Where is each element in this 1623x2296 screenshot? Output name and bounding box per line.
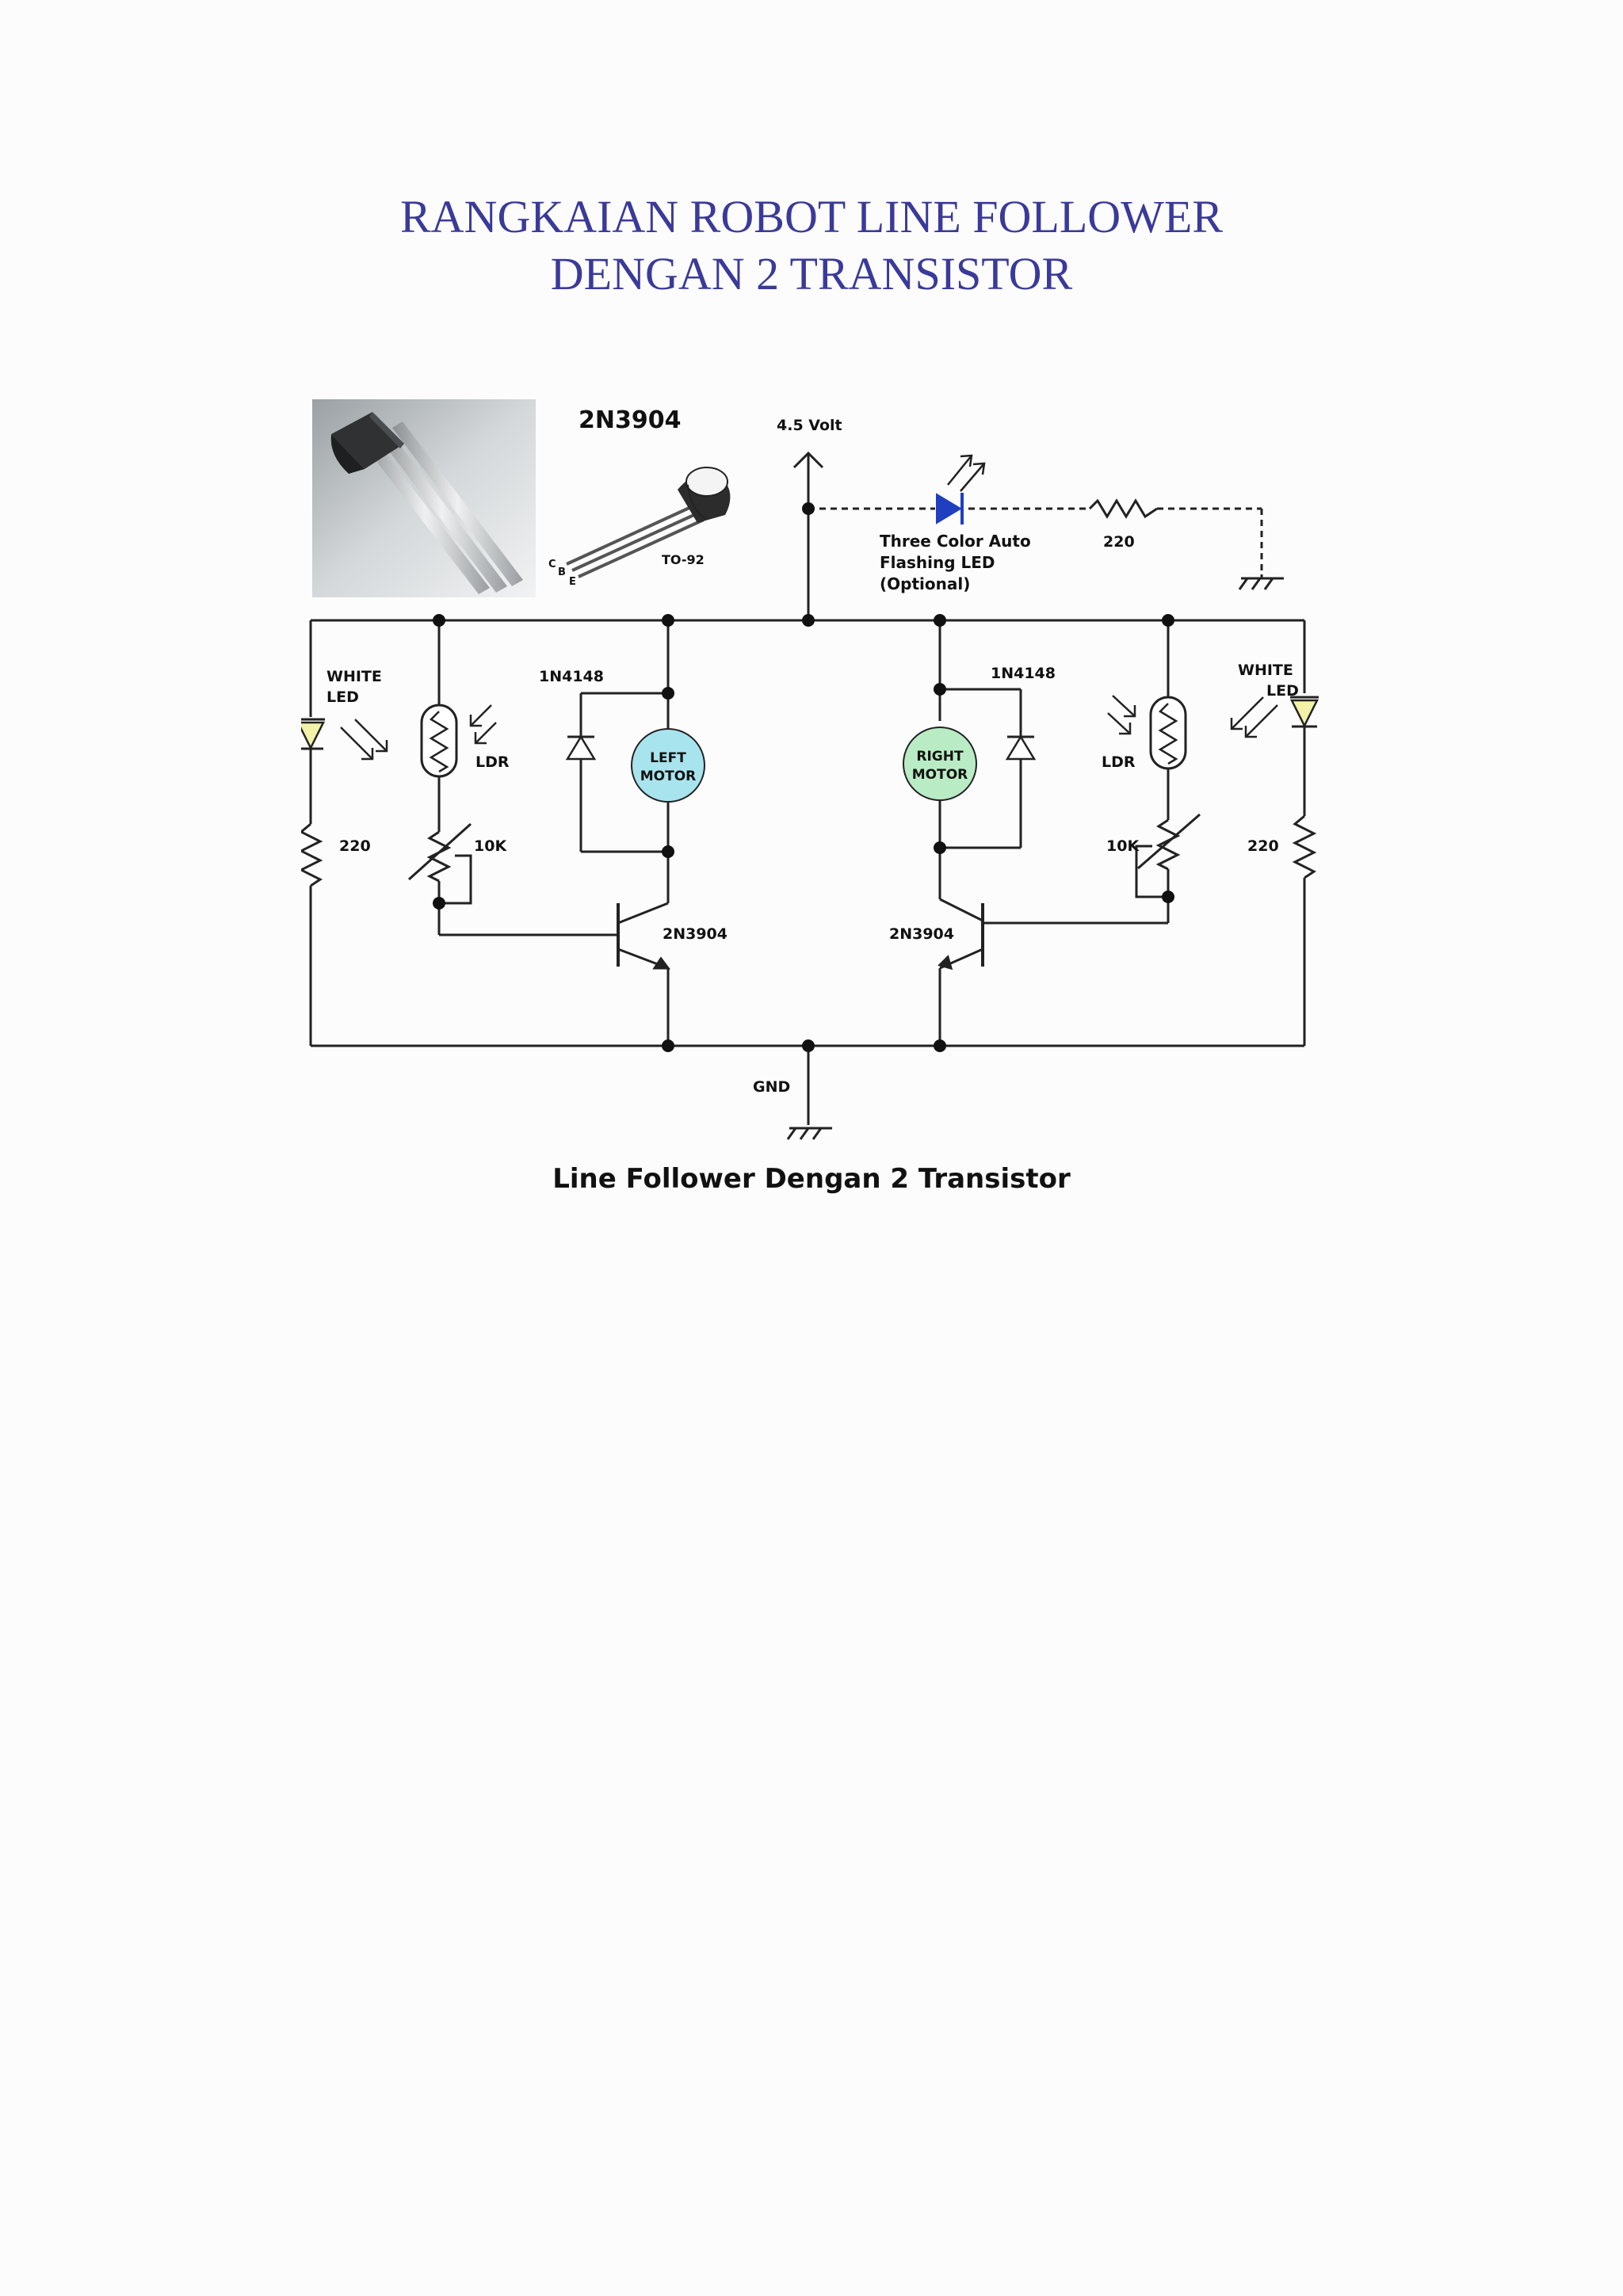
indicator-ground-icon — [1238, 574, 1284, 590]
right-ldr-label: LDR — [1102, 753, 1136, 771]
right-led-label-2: LED — [1266, 682, 1299, 700]
indicator-led-label-2: Flashing LED — [880, 553, 995, 572]
indicator-led-icon — [936, 454, 986, 524]
left-led-label-1: WHITE — [327, 668, 382, 685]
indicator-led-label-3: (Optional) — [880, 574, 970, 593]
left-diode-icon — [565, 734, 597, 761]
left-white-led-icon — [301, 718, 388, 761]
title-line-2: DENGAN 2 TRANSISTOR — [550, 248, 1073, 299]
right-motor-label-1: RIGHT — [916, 749, 964, 765]
left-pot-label: 10K — [474, 837, 507, 855]
left-ldr-icon — [420, 704, 497, 778]
left-resistor-220 — [301, 822, 323, 887]
right-diode-label: 1N4148 — [991, 665, 1056, 682]
left-ldr-label: LDR — [475, 753, 510, 771]
junction-dots — [433, 502, 1174, 1052]
left-pot-10k — [426, 830, 452, 883]
left-motor-label-1: LEFT — [650, 750, 686, 766]
left-resistor-label: 220 — [339, 837, 371, 855]
pin-b-label: B — [558, 566, 566, 578]
right-led-label-1: WHITE — [1238, 662, 1293, 679]
supply-label: 4.5 Volt — [777, 417, 842, 434]
right-diode-icon — [1005, 734, 1037, 761]
right-transistor-label: 2N3904 — [889, 925, 954, 943]
indicator-resistor-label: 220 — [1103, 533, 1135, 551]
right-ldr-icon — [1107, 695, 1187, 770]
package-drawing: 2N3904 C B E TO-92 — [548, 406, 731, 588]
transistor-photo-icon — [330, 412, 523, 594]
package-part-label: 2N3904 — [579, 406, 681, 434]
transistor-photo — [312, 399, 536, 597]
page-title: RANGKAIAN ROBOT LINE FOLLOWER DENGAN 2 T… — [0, 189, 1623, 303]
right-white-led-icon — [1230, 696, 1319, 738]
left-motor: LEFT MOTOR — [631, 728, 705, 803]
ground-icon — [786, 1127, 832, 1140]
to92-package-icon — [566, 467, 731, 578]
left-diode-label: 1N4148 — [539, 668, 604, 685]
right-motor: RIGHT MOTOR — [903, 727, 977, 801]
right-motor-label-2: MOTOR — [912, 767, 968, 783]
circuit-diagram: 2N3904 C B E TO-92 — [301, 399, 1319, 1140]
right-resistor-220 — [1292, 814, 1317, 879]
figure-caption: Line Follower Dengan 2 Transistor — [552, 1163, 1071, 1195]
indicator-resistor-220 — [1088, 498, 1158, 519]
left-transistor-label: 2N3904 — [663, 925, 727, 943]
left-led-label-2: LED — [327, 688, 359, 706]
pin-e-label: E — [569, 576, 576, 588]
indicator-led-label-1: Three Color Auto — [880, 532, 1031, 551]
right-pot-label: 10K — [1106, 837, 1140, 855]
package-type-label: TO-92 — [662, 552, 705, 567]
left-motor-label-2: MOTOR — [640, 769, 697, 784]
pin-c-label: C — [548, 559, 556, 570]
right-resistor-label: 220 — [1247, 837, 1279, 855]
right-pot-10k — [1155, 818, 1181, 871]
title-line-1: RANGKAIAN ROBOT LINE FOLLOWER — [399, 191, 1224, 242]
ground-label: GND — [753, 1078, 790, 1096]
